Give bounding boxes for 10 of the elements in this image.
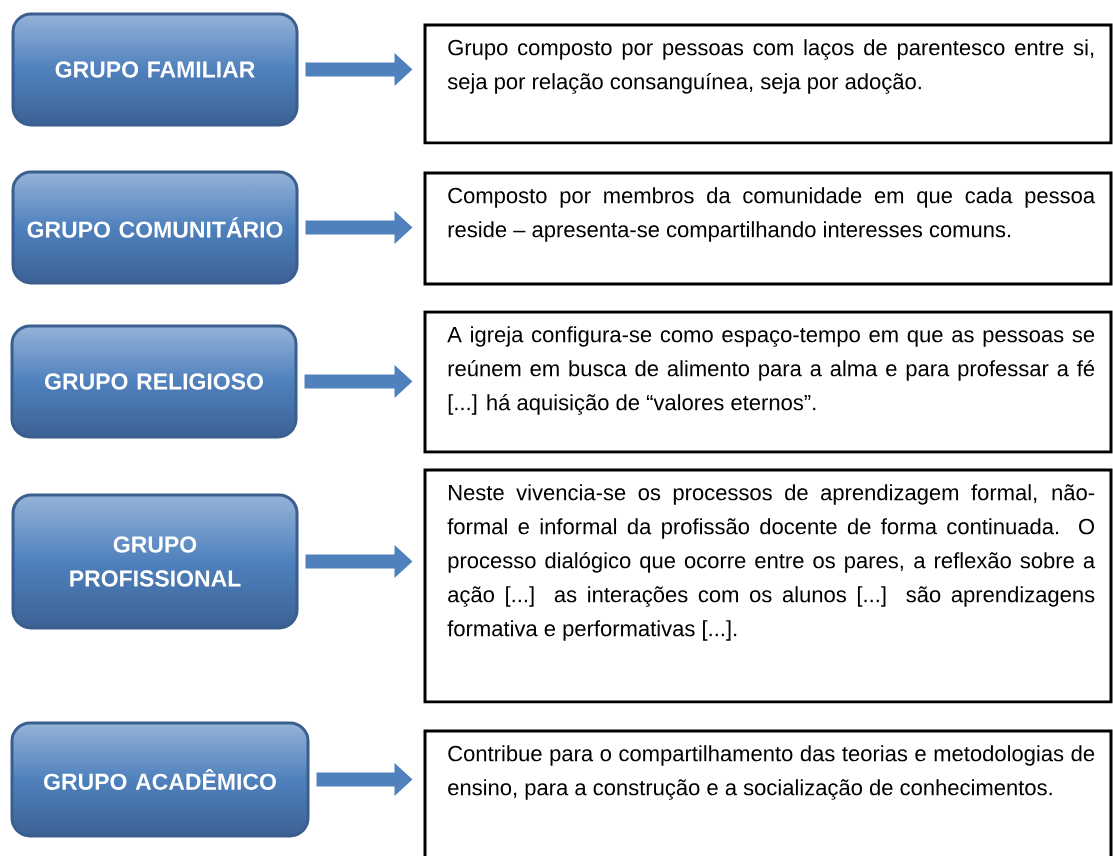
group-box: GRUPO COMUNITÁRIO xyxy=(11,170,299,285)
description-box: Contribue para o compartilhamento das teorias e metodologias de ensino, para a construção e a socialização de conhecimentos. xyxy=(423,729,1113,856)
group-box: GRUPO PROFISSIONAL xyxy=(11,493,299,630)
description-box: Grupo composto por pessoas com laços de parentesco entre si, seja por relação consanguínea, seja por adoção. xyxy=(423,23,1113,145)
description-box: Composto por membros da comunidade em que cada pessoa reside – apresenta-se compartilhando interesses comuns. xyxy=(423,171,1113,286)
description-box: Neste vivencia-se os processos de aprendizagem formal, não-formal e informal da profissão docente de forma continuada. O processo dialógico que ocorre entre os pares, a reflexão sobre a ação [...] as interações com os alunos [...] são aprendizagens formativa e performativas [...]. xyxy=(423,468,1113,704)
group-box: GRUPO FAMILIAR xyxy=(11,12,299,127)
group-box: GRUPO ACADÊMICO xyxy=(10,721,310,838)
group-box: GRUPO RELIGIOSO xyxy=(10,324,298,439)
description-box: A igreja configura-se como espaço-tempo em que as pessoas se reúnem em busca de alimento para a alma e para professar a fé [...] há aquisição de “valores eternos”. xyxy=(423,310,1113,454)
